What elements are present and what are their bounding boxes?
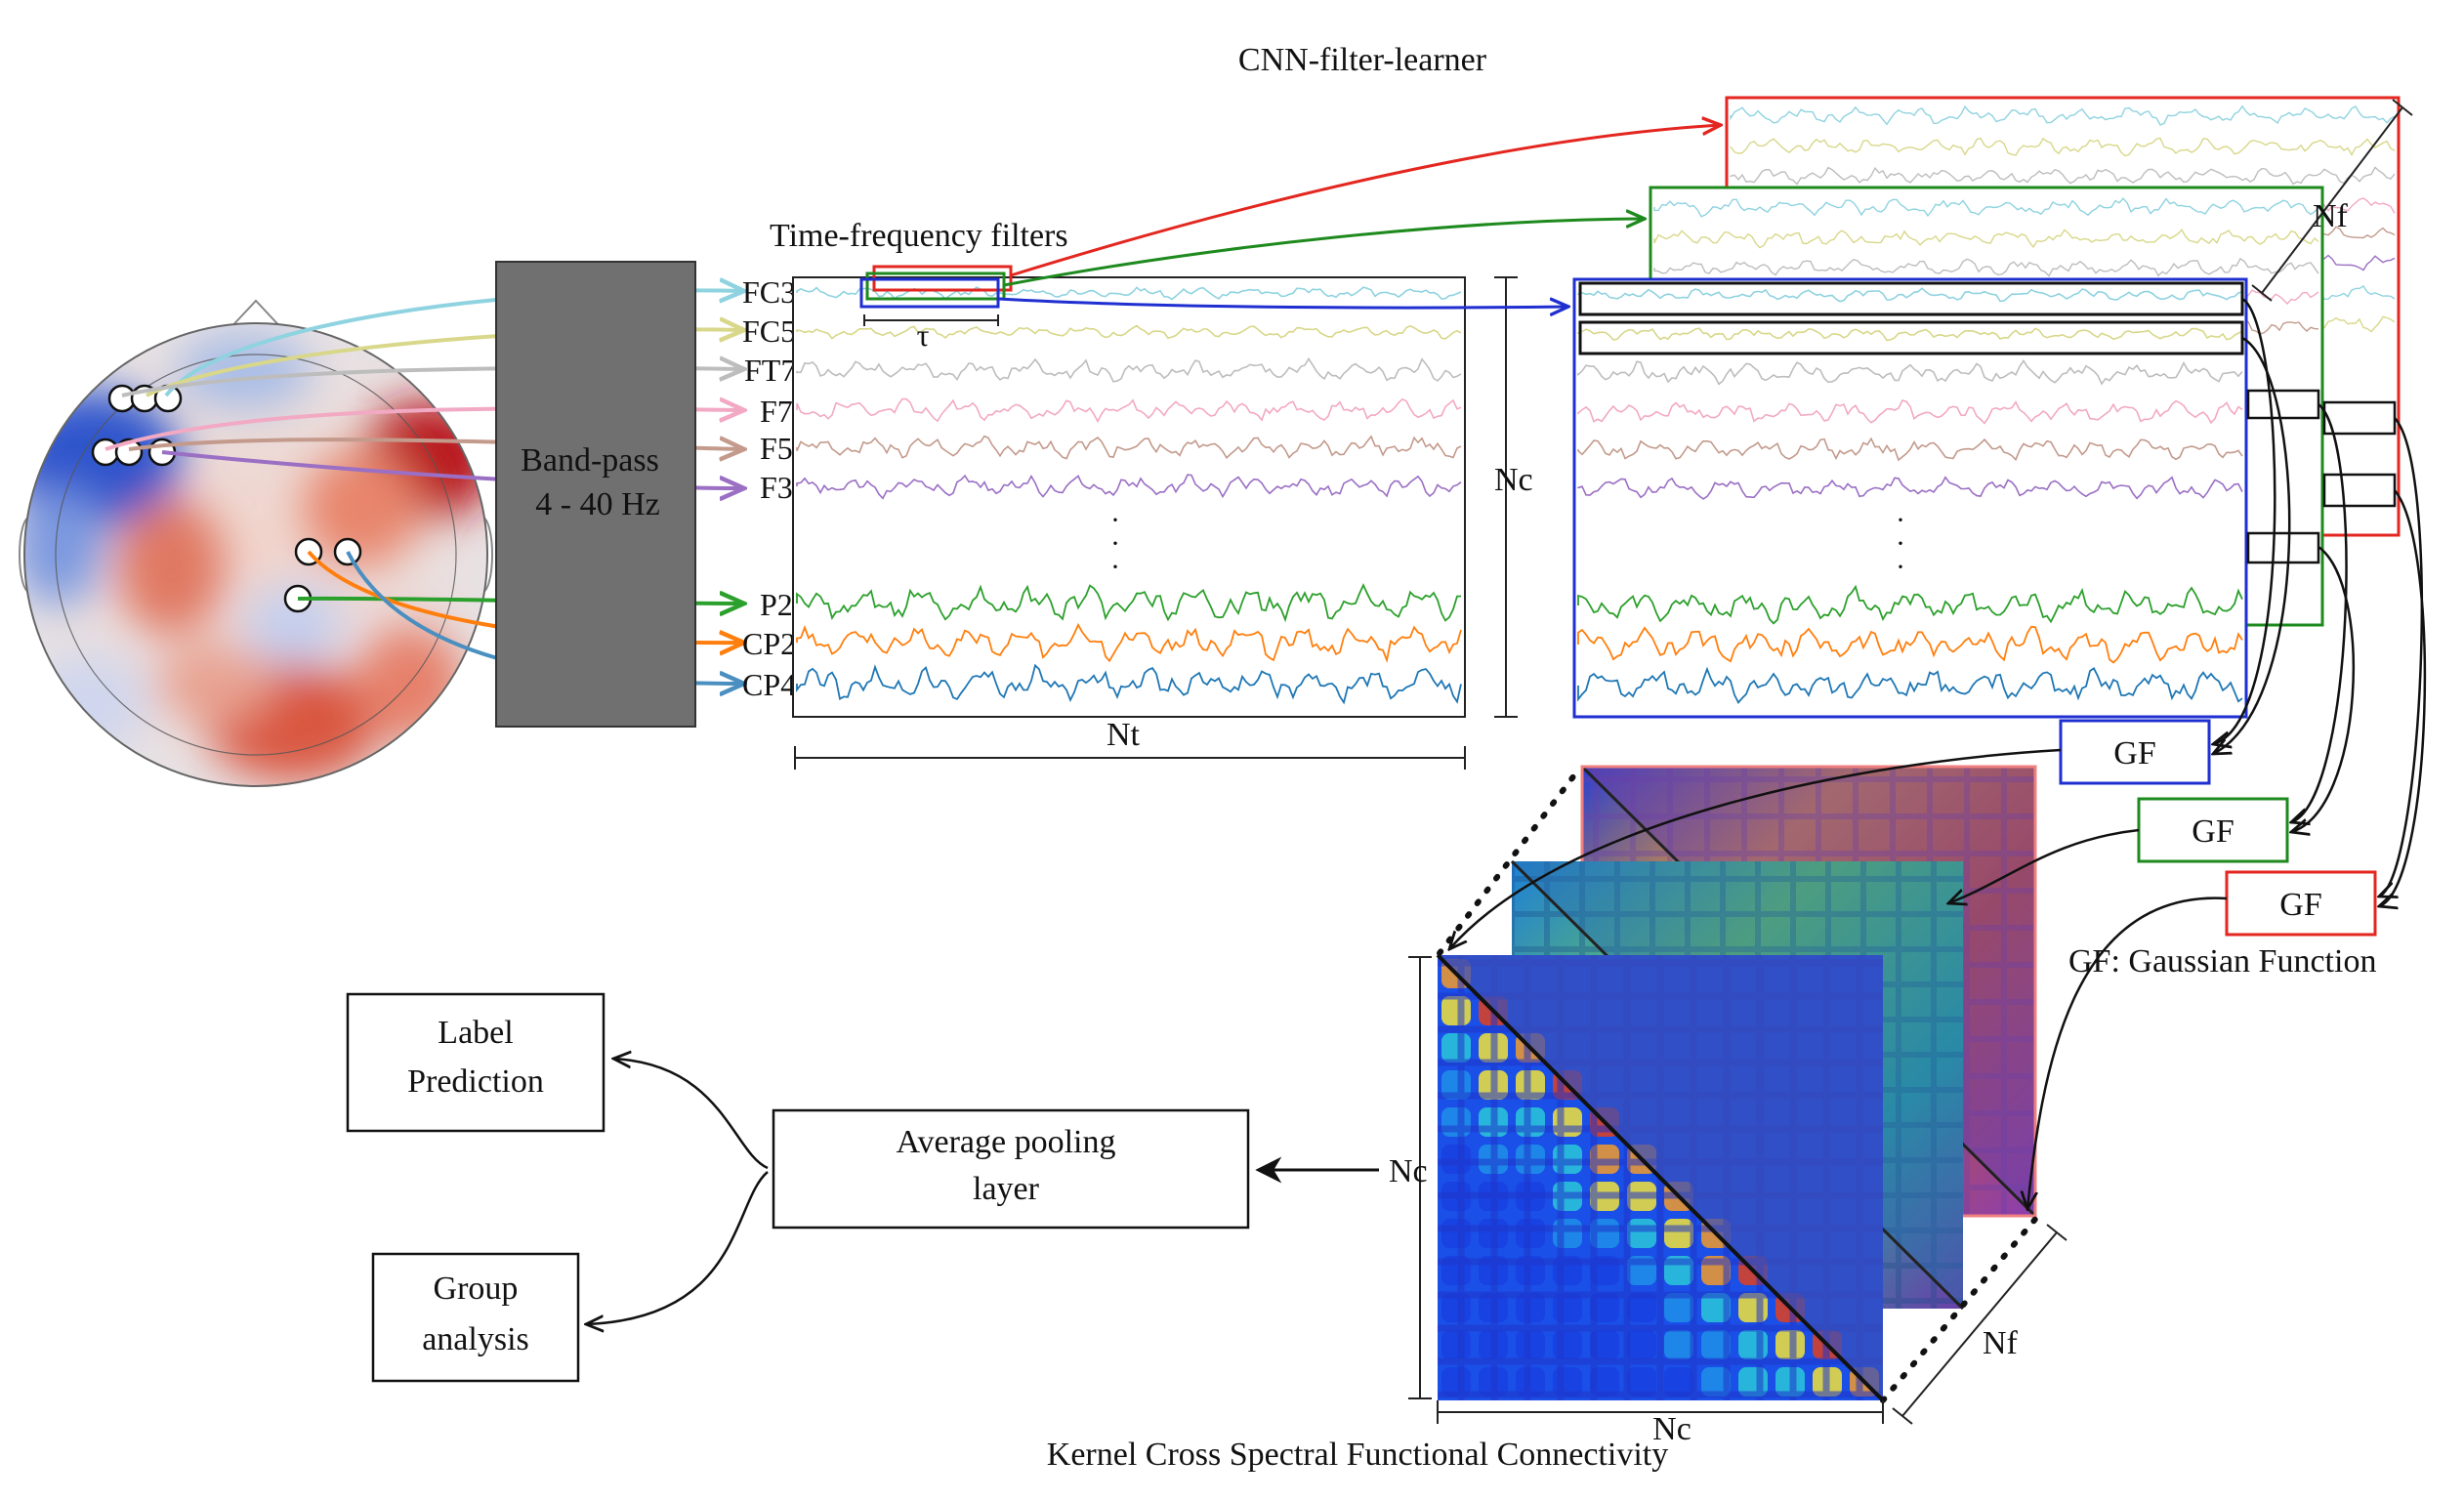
eeg-trace <box>1730 104 2396 126</box>
channel-label-f3: F3 <box>760 470 793 505</box>
eeg-trace <box>1730 137 2396 157</box>
diagram-title: CNN-filter-learner <box>1238 42 1487 78</box>
gf-to-matrix-arrows <box>1449 748 2228 1209</box>
eeg-trace <box>1577 327 2243 342</box>
nf-bracket-matrix <box>1892 1224 2067 1425</box>
bandpass-line1: Band-pass <box>521 442 659 479</box>
nc-label-matrix-horizontal: Nc <box>1652 1411 1691 1447</box>
eeg-trace <box>1653 229 2319 249</box>
gf-label-blue: GF <box>2113 735 2155 771</box>
eeg-trace <box>1653 197 2319 218</box>
time-frequency-filters: Time-frequency filters τ <box>770 218 1068 353</box>
connectivity-matrix-blue <box>1436 953 1885 1402</box>
pooling-line2: layer <box>973 1171 1040 1207</box>
eeg-trace <box>1577 437 2243 462</box>
connectivity-caption: Kernel Cross Spectral Functional Connect… <box>1047 1437 1668 1473</box>
eeg-trace <box>796 583 1462 623</box>
eeg-trace <box>796 286 1462 301</box>
pooling-line1: Average pooling <box>896 1124 1115 1160</box>
bandpass-filter: Band-pass 4 - 40 Hz <box>495 261 696 728</box>
filter-output-arrows <box>997 125 1721 308</box>
eeg-trace <box>796 474 1462 500</box>
filters-label: Time-frequency filters <box>770 218 1068 254</box>
eeg-trace <box>1577 584 2243 625</box>
nc-bracket-matrix-vertical <box>1408 956 1432 1399</box>
nf-bracket-top <box>2251 99 2413 302</box>
eeg-trace <box>1730 166 2396 186</box>
gf-box-red <box>2225 870 2377 937</box>
scalp-topomap <box>19 299 493 787</box>
group-analysis-line2: analysis <box>422 1321 529 1357</box>
tau-bracket <box>863 314 999 326</box>
row-to-gf-arrows <box>2213 297 2427 906</box>
eeg-trace <box>1577 666 2243 704</box>
nc-bracket-matrix-horizontal <box>1437 1400 1884 1424</box>
nt-bracket <box>794 746 1466 770</box>
group-analysis-box: Group analysis <box>371 1252 580 1383</box>
ellipsis-dot: · <box>1110 504 1120 536</box>
ellipsis-dot: · <box>1896 551 1905 583</box>
ellipsis-dot: · <box>1896 504 1905 536</box>
electrode-marker <box>91 438 120 467</box>
pooling-output-arrows <box>586 1059 769 1324</box>
channel-label-p2: P2 <box>760 587 793 622</box>
nf-label-top: Nf <box>2313 198 2349 234</box>
ellipsis-dot: · <box>1110 551 1120 583</box>
channel-label-ft7: FT7 <box>744 353 796 388</box>
eeg-trace <box>796 356 1462 383</box>
arrow-blue-filter <box>997 299 1568 308</box>
group-analysis-line1: Group <box>434 1271 519 1307</box>
eeg-trace <box>796 663 1462 705</box>
eeg-trace <box>1653 257 2319 277</box>
arrow-red-filter <box>1010 125 1721 277</box>
bandpass-line2: 4 - 40 Hz <box>535 486 659 522</box>
channel-label-f7: F7 <box>760 394 793 429</box>
eeg-trace <box>796 324 1462 340</box>
gf-legend: GF: Gaussian Function <box>2068 943 2376 980</box>
channel-label-cp4: CP4 <box>742 667 796 702</box>
eeg-trace <box>796 435 1462 460</box>
eeg-trace <box>1577 287 2243 303</box>
label-prediction-line2: Prediction <box>407 1063 544 1100</box>
channel-label-cp2: CP2 <box>742 626 796 661</box>
nt-label: Nt <box>1107 717 1141 753</box>
ellipsis-dot: · <box>1110 527 1120 560</box>
channel-labels: FC3 FC5 FT7 F7 F5 F3 P2 CP2 CP4 <box>742 274 796 702</box>
nc-bracket-signal <box>1494 276 1518 718</box>
nf-label-matrix: Nf <box>1983 1325 2019 1361</box>
filter-window-green <box>865 271 1006 301</box>
eeg-trace <box>1577 625 2243 664</box>
nc-label-signal: Nc <box>1494 462 1533 498</box>
gf-label-green: GF <box>2192 813 2234 850</box>
channel-label-fc3: FC3 <box>742 274 796 310</box>
nc-label-matrix-vertical: Nc <box>1389 1153 1428 1189</box>
head-nose <box>226 299 286 333</box>
eeg-trace <box>1577 399 2243 425</box>
filtered-output-stack: · · · <box>1572 96 2401 719</box>
filter-window-blue <box>859 277 1000 309</box>
channel-label-f5: F5 <box>760 431 793 466</box>
gf-label-red: GF <box>2279 887 2321 923</box>
arrow-green-filter <box>1003 219 1645 287</box>
gf-box-blue <box>2059 719 2211 785</box>
ellipsis-dot: · <box>1896 527 1905 560</box>
eeg-trace <box>796 397 1462 424</box>
channel-label-fc5: FC5 <box>742 313 796 349</box>
gf-box-green <box>2137 797 2289 863</box>
gaussian-function-boxes: GF GF GF GF: Gaussian Function <box>2059 719 2377 980</box>
eeg-trace <box>796 622 1462 664</box>
connectivity-matrix-stack <box>1436 765 2040 1403</box>
tau-label: τ <box>917 317 930 353</box>
eeg-traces <box>796 286 1462 705</box>
label-prediction-box: Label Prediction <box>346 992 606 1133</box>
eeg-trace <box>1577 476 2243 500</box>
average-pooling-box: Average pooling layer <box>772 1108 1250 1230</box>
eeg-trace <box>1577 359 2243 386</box>
label-prediction-line1: Label <box>438 1015 513 1051</box>
eeg-signal-panel: · · · <box>792 276 1466 718</box>
